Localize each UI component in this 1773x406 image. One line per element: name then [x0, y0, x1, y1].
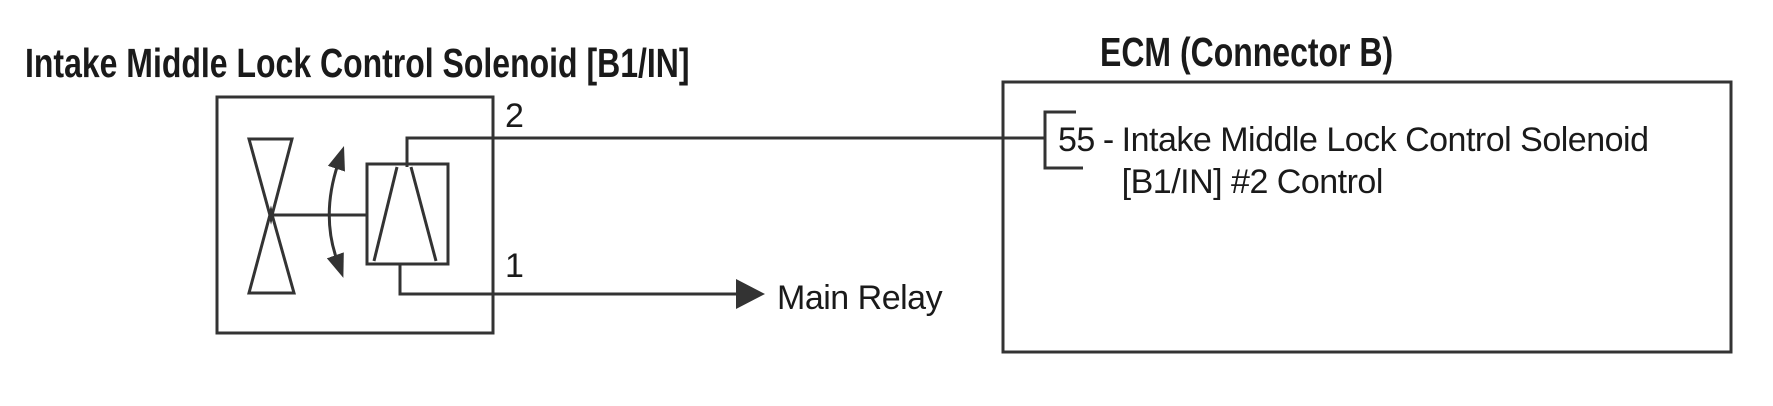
coil-symbol-left-slant — [372, 166, 399, 262]
ecm-terminal-name: Intake Middle Lock Control Solenoid [B1/… — [1122, 119, 1649, 203]
main-relay-label: Main Relay — [777, 279, 943, 317]
ecm-terminal-separator: - — [1102, 121, 1114, 159]
wire-pin2-to-ecm — [405, 136, 1045, 167]
rotation-arrow-icon — [326, 145, 345, 278]
ecm-terminal-name-line2: [B1/IN] #2 Control — [1121, 163, 1384, 201]
valve-symbol-bottom-triangle-icon — [247, 205, 296, 295]
ecm-terminal-bracket — [1043, 110, 1083, 170]
coil-symbol-right-slant — [409, 166, 438, 262]
main-relay-arrow-icon — [736, 279, 765, 309]
ecm-terminal-number: 55 — [1058, 121, 1095, 159]
wire-pin1-to-main-relay — [398, 264, 737, 296]
coil-symbol — [365, 162, 450, 266]
solenoid-pin-1-label: 1 — [505, 247, 524, 285]
valve-symbol-top-triangle-icon — [247, 137, 294, 225]
solenoid-pin-2-label: 2 — [505, 97, 524, 135]
ecm-terminal-name-line1: Intake Middle Lock Control Solenoid — [1121, 121, 1649, 159]
ecm-box — [1001, 80, 1733, 354]
solenoid-title: Intake Middle Lock Control Solenoid [B1/… — [25, 40, 690, 86]
solenoid-box — [215, 95, 495, 335]
ecm-title: ECM (Connector B) — [1100, 29, 1394, 75]
ecm-terminal-55-label: 55 - Intake Middle Lock Control Solenoid… — [1058, 119, 1649, 203]
